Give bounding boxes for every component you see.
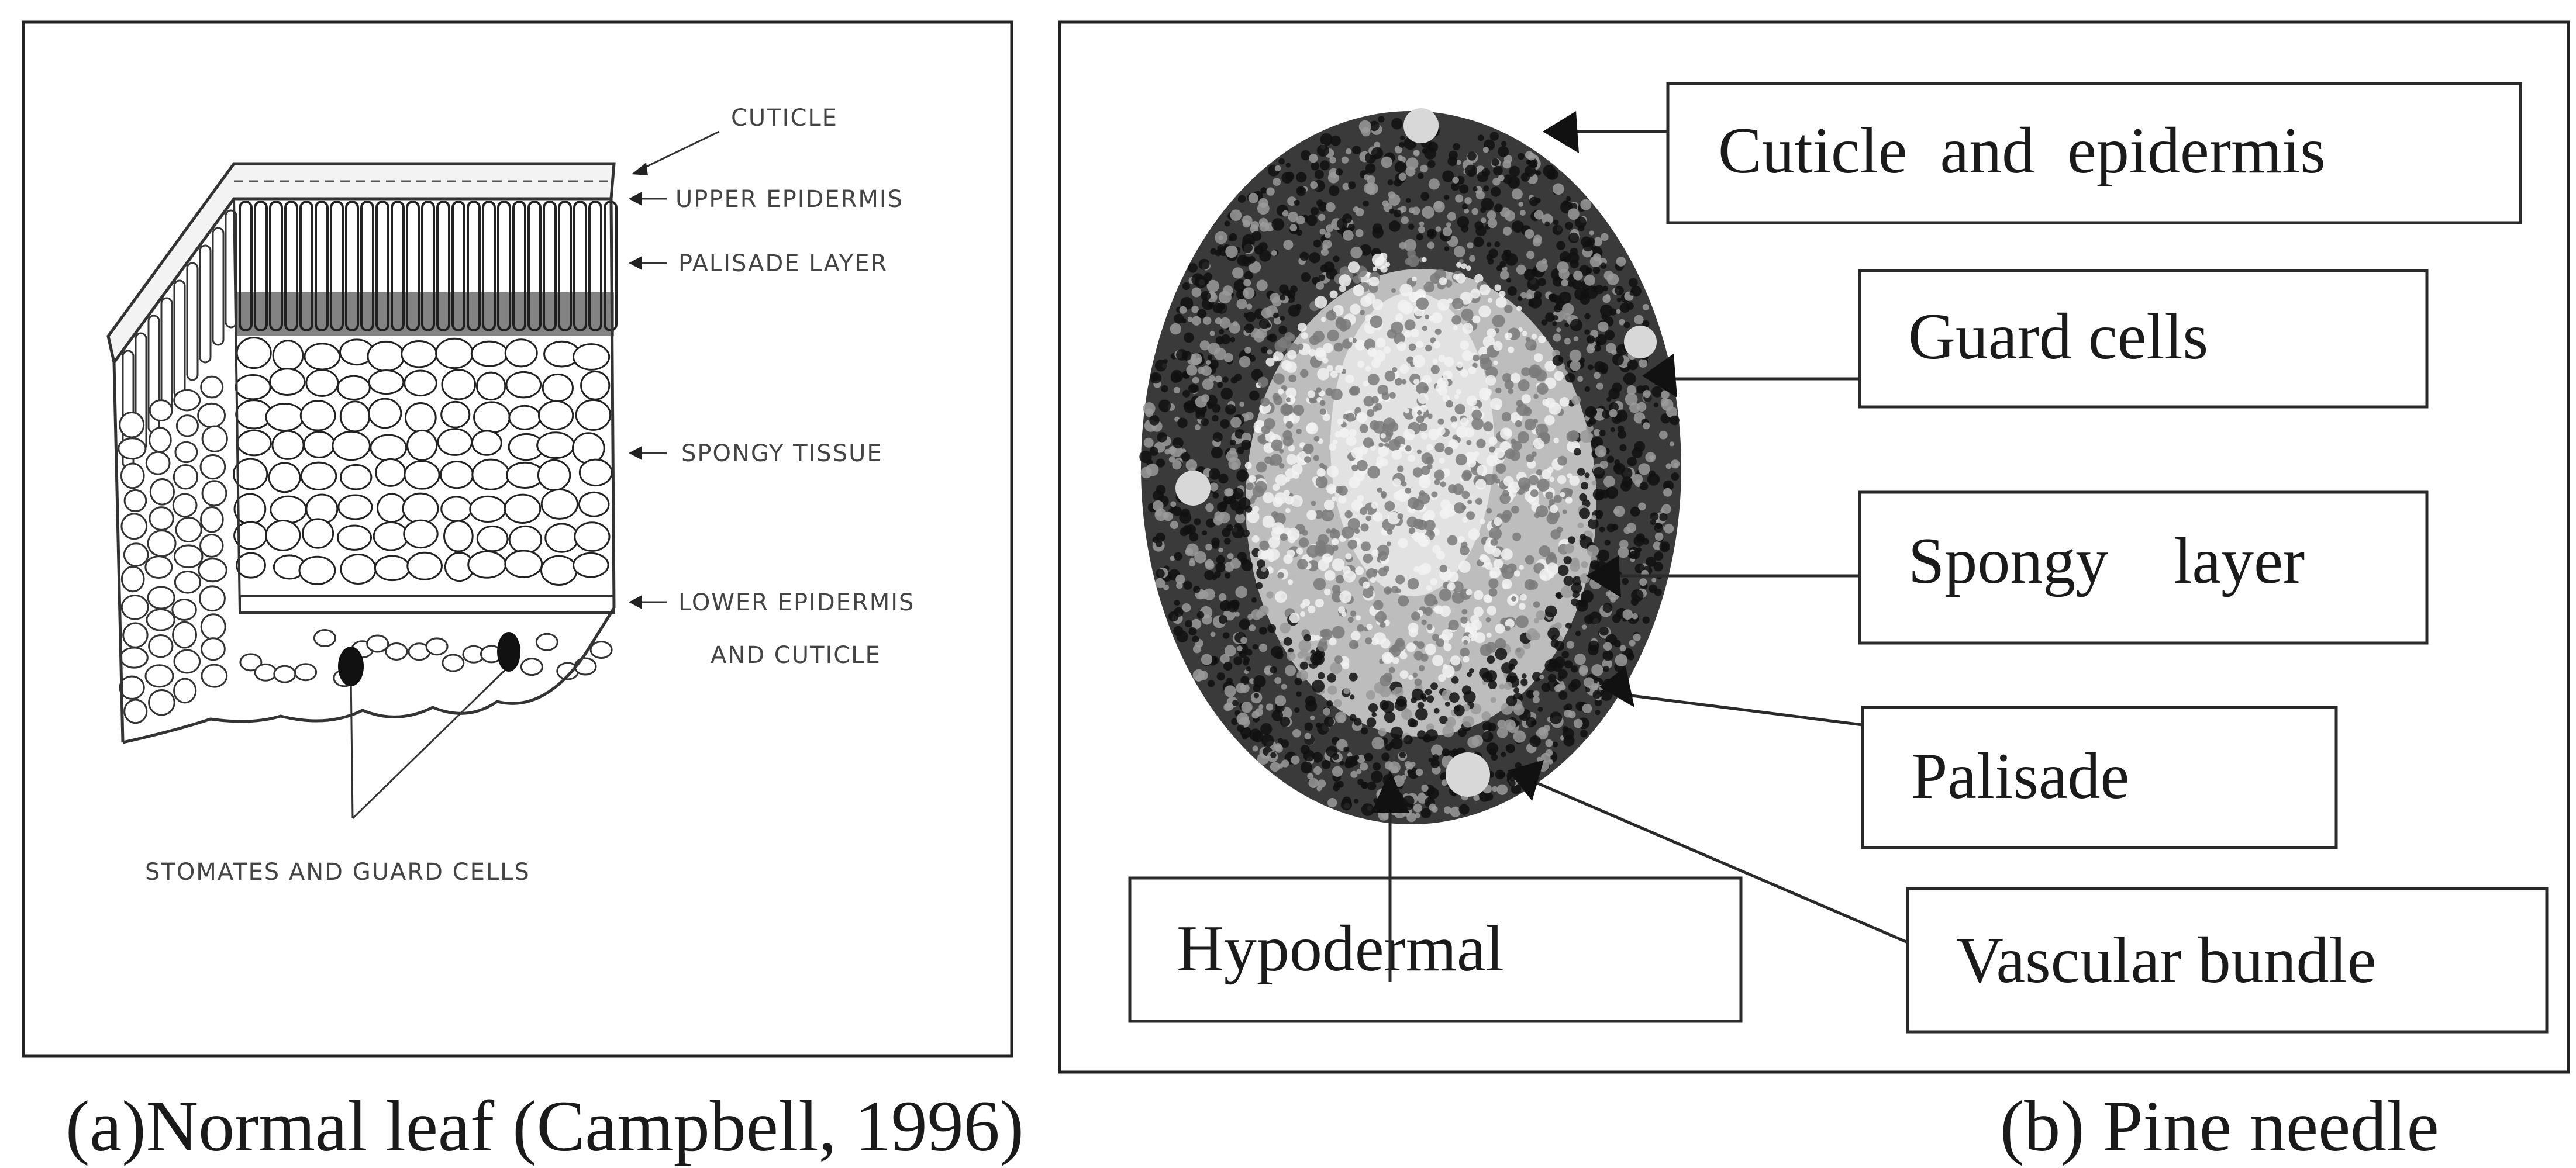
label-vascular-bundle: Vascular bundle xyxy=(1956,924,2376,997)
label-stomates-guard-cells: STOMATES AND GUARD CELLS xyxy=(145,859,530,886)
palisade-columns xyxy=(237,202,616,336)
caption-panel-a: (a)Normal leaf (Campbell, 1996) xyxy=(65,1086,1024,1166)
label-upper-epidermis: UPPER EPIDERMIS xyxy=(675,186,904,213)
panel-a: CUTICLE UPPER EPIDERMIS PALISADE LAYER S… xyxy=(23,22,1012,1056)
panel-b: Cuticle and epidermis Guard cells Spongy… xyxy=(1060,22,2568,1072)
label-cuticle-epidermis: Cuticle and epidermis xyxy=(1718,115,2326,187)
label-cuticle: CUTICLE xyxy=(731,105,838,132)
caption-panel-b: (b) Pine needle xyxy=(2000,1086,2439,1166)
label-lower-epidermis-line1: LOWER EPIDERMIS xyxy=(678,589,915,616)
label-palisade: Palisade xyxy=(1911,740,2129,813)
label-palisade-layer: PALISADE LAYER xyxy=(678,250,888,277)
label-spongy-tissue: SPONGY TISSUE xyxy=(681,440,883,467)
lower-epidermis-band xyxy=(240,596,614,613)
label-lower-epidermis-line2: AND CUTICLE xyxy=(711,642,881,669)
label-spongy-layer: Spongy layer xyxy=(1908,525,2305,597)
label-hypodermal: Hypodermal xyxy=(1177,913,1504,985)
pine-needle-cross-section xyxy=(1139,108,1681,824)
label-guard-cells: Guard cells xyxy=(1908,300,2208,373)
